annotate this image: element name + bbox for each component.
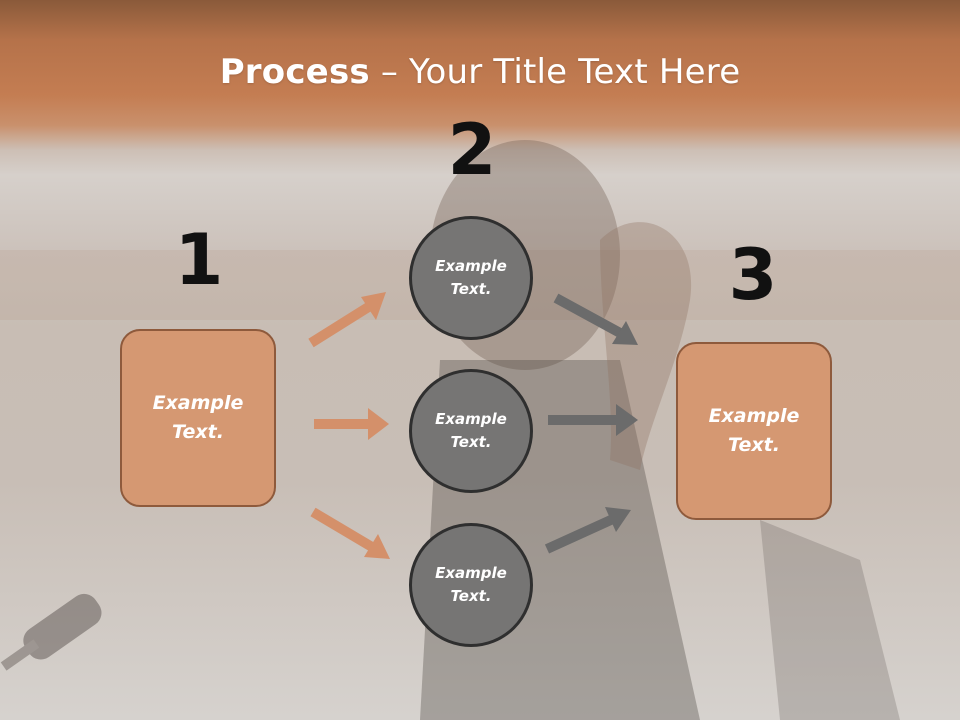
- step-number-1: 1: [174, 219, 224, 301]
- process-circle-1-text: Example Text.: [435, 257, 507, 298]
- process-circle-3-text: Example Text.: [435, 564, 507, 605]
- title-bold: Process: [219, 52, 370, 92]
- arrow-right-up-orange-icon: [308, 292, 386, 348]
- process-box-right[interactable]: Example Text.: [676, 342, 832, 520]
- arrow-right-down-orange-icon: [310, 507, 390, 559]
- step-number-3: 3: [728, 234, 778, 316]
- arrow-right-gray-icon: [548, 404, 638, 436]
- process-circle-2-text: Example Text.: [435, 410, 507, 451]
- slide-title: Process – Your Title Text Here: [0, 52, 960, 92]
- microphone-icon: [0, 593, 102, 671]
- process-box-left[interactable]: Example Text.: [120, 329, 276, 507]
- process-circle-1[interactable]: Example Text.: [409, 216, 533, 340]
- arrow-right-down-gray-icon: [553, 293, 638, 345]
- process-box-left-text: Example Text.: [152, 392, 244, 443]
- process-box-right-text: Example Text.: [708, 405, 800, 456]
- process-circle-2[interactable]: Example Text.: [409, 369, 533, 493]
- arrow-right-orange-icon: [314, 408, 389, 440]
- arrow-right-up-gray-icon: [544, 507, 631, 554]
- step-number-2: 2: [447, 109, 497, 191]
- process-circle-3[interactable]: Example Text.: [409, 523, 533, 647]
- title-rest: – Your Title Text Here: [369, 52, 741, 92]
